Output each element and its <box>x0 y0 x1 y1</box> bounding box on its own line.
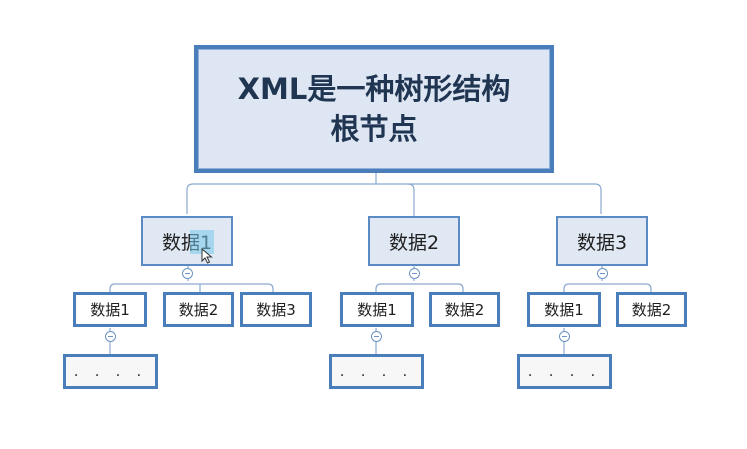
leaf-label: . . . . <box>73 363 148 380</box>
root-subtitle: 根节点 <box>330 112 418 146</box>
level1-node-2[interactable]: 数据2 <box>368 216 460 266</box>
collapse-toggle-icon[interactable] <box>597 268 608 279</box>
level1-node-label: 数据3 <box>576 231 628 254</box>
group3-child-1[interactable]: 数据1 <box>527 292 601 327</box>
child-label: 数据2 <box>444 301 485 319</box>
level1-node-label: 数据2 <box>388 231 440 254</box>
child-label: 数据1 <box>357 301 397 319</box>
level1-node-1[interactable]: 数据1 <box>141 216 233 266</box>
group1-child-3[interactable]: 数据3 <box>240 292 312 327</box>
group3-leaf[interactable]: . . . . <box>517 354 612 389</box>
group2-child-1[interactable]: 数据1 <box>340 292 414 327</box>
child-label: 数据3 <box>256 301 296 319</box>
level1-node-3[interactable]: 数据3 <box>556 216 648 266</box>
child-label: 数据2 <box>631 301 672 319</box>
leaf-label: . . . . <box>527 363 602 380</box>
mouse-cursor-icon <box>201 248 213 264</box>
root-title: XML是一种树形结构 <box>237 72 511 106</box>
group1-child-2[interactable]: 数据2 <box>163 292 234 327</box>
group2-leaf[interactable]: . . . . <box>329 354 424 389</box>
leaf-label: . . . . <box>339 363 414 380</box>
collapse-toggle-icon[interactable] <box>409 268 420 279</box>
child-label: 数据1 <box>90 301 130 319</box>
group1-child-1[interactable]: 数据1 <box>73 292 147 327</box>
group2-child-2[interactable]: 数据2 <box>429 292 500 327</box>
collapse-toggle-icon[interactable] <box>559 331 570 342</box>
collapse-toggle-icon[interactable] <box>105 331 116 342</box>
collapse-toggle-icon[interactable] <box>182 268 193 279</box>
child-label: 数据1 <box>544 301 584 319</box>
group1-leaf[interactable]: . . . . <box>63 354 158 389</box>
child-label: 数据2 <box>178 301 219 319</box>
collapse-toggle-icon[interactable] <box>371 331 382 342</box>
root-node[interactable]: XML是一种树形结构 根节点 <box>194 45 554 173</box>
group3-child-2[interactable]: 数据2 <box>616 292 687 327</box>
